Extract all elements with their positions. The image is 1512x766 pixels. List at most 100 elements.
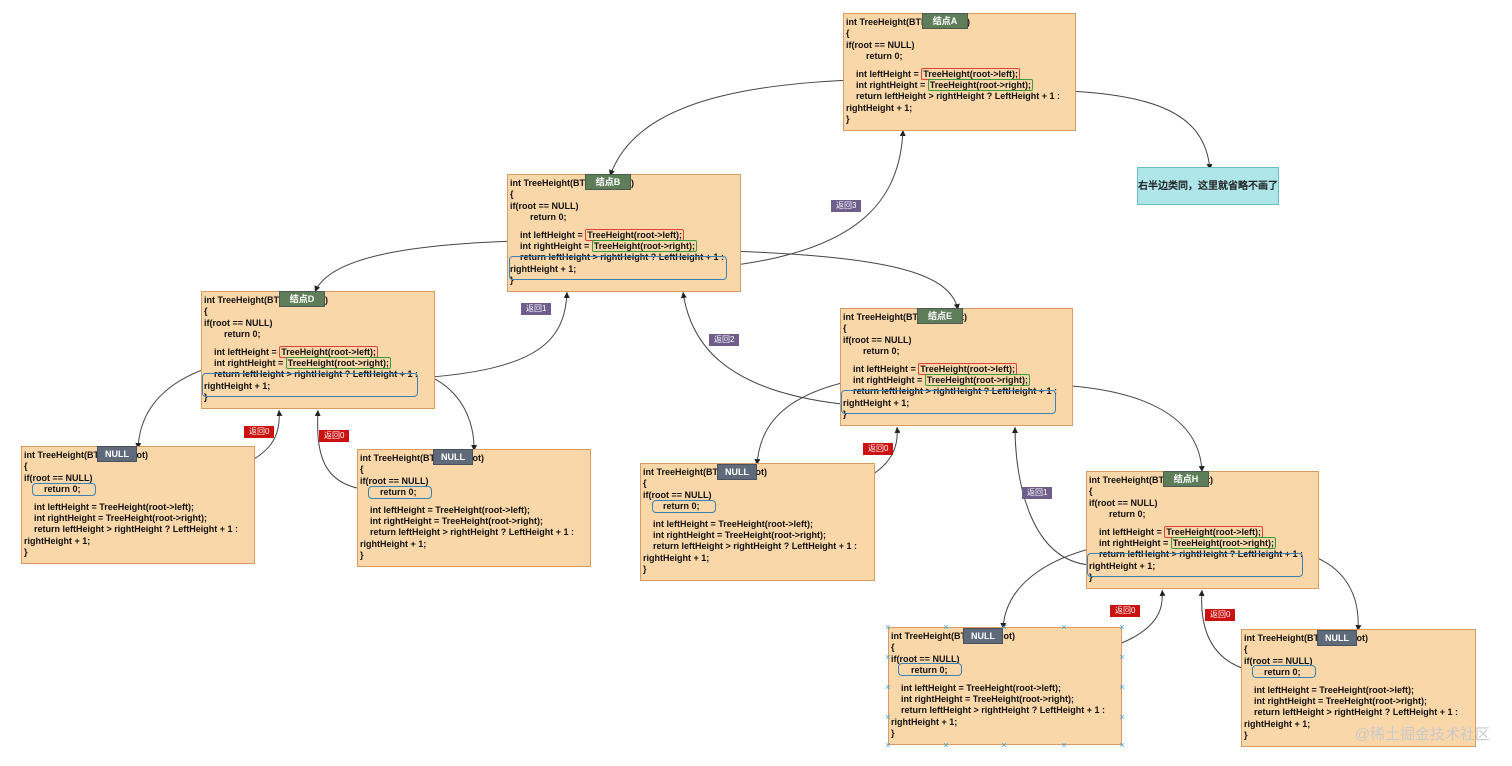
selection-handle[interactable]: × [1001, 740, 1007, 750]
code-line: rightHeight + 1; [843, 397, 910, 408]
code-box-node-a[interactable]: int TreeHeight(BTNode* root) { if(root =… [843, 13, 1076, 131]
code-line: return 0; [44, 484, 81, 495]
code-line: { [846, 28, 850, 39]
code-line: return leftHeight > rightHeight ? LeftHe… [520, 252, 725, 263]
code-box-null-3[interactable]: int TreeHeight(BTNode* root) { if(root =… [640, 463, 875, 581]
right-call-highlight: TreeHeight(root->right); [1170, 537, 1276, 550]
arrow-h-return-e [1012, 426, 1091, 566]
selection-handle[interactable]: × [1119, 622, 1125, 632]
code-line: int leftHeight = TreeHeight(root->left); [24, 502, 252, 513]
code-box-node-h[interactable]: int TreeHeight(BTNode* root) { if(root =… [1086, 471, 1319, 589]
code-box-null-1[interactable]: int TreeHeight(BTNode* root) { if(root =… [21, 446, 255, 564]
code-line: } [643, 564, 647, 575]
code-text: int leftHeight = [901, 682, 967, 693]
selection-handle[interactable]: × [1119, 682, 1125, 692]
return-tag-3: 返回3 [831, 200, 862, 212]
code-text: TreeHeight(root->right); [441, 516, 543, 527]
code-line: int rightHeight = TreeHeight(root->right… [891, 694, 1119, 705]
watermark: @稀土掘金技术社区 [1354, 726, 1490, 743]
code-line: rightHeight + 1; [1089, 560, 1156, 571]
null-label: NULL [963, 628, 1003, 644]
code-line: int rightHeight = TreeHeight(root->right… [24, 513, 252, 524]
return-tag-0: 返回0 [1205, 609, 1236, 621]
code-line: int TreeHeight(BTNode* root) [1244, 633, 1368, 643]
code-text: int rightHeight = [1099, 538, 1171, 549]
code-line: { [643, 478, 647, 489]
code-line: { [1244, 644, 1248, 655]
selection-handle[interactable]: × [885, 740, 891, 750]
code-box-null-4[interactable]: int TreeHeight(BTNode* root) { if(root =… [888, 627, 1122, 745]
code-box-null-5[interactable]: int TreeHeight(BTNode* root) { if(root =… [1241, 629, 1476, 747]
selection-handle[interactable]: × [1001, 622, 1007, 632]
omitted-right-side-note[interactable]: 右半边类同，这里就省略不画了 [1137, 167, 1279, 205]
arrow-b-return-a [727, 129, 906, 267]
code-line: rightHeight + 1; [24, 535, 91, 546]
code-line: } [891, 728, 895, 739]
return-tag-2: 返回2 [709, 334, 740, 346]
code-line: int rightHeight = TreeHeight(root->right… [360, 516, 588, 527]
node-label-h: 结点H [1163, 471, 1209, 487]
selection-handle[interactable]: × [885, 682, 891, 692]
code-line-left: int leftHeight = TreeHeight(root->left); [1089, 525, 1316, 538]
code-line: return 0; [1109, 509, 1146, 520]
code-line: } [846, 114, 850, 125]
code-line: rightHeight + 1; [643, 552, 710, 563]
return-tag-0: 返回0 [244, 426, 275, 438]
code-text: int rightHeight = [34, 513, 106, 524]
code-text: int rightHeight = [901, 694, 973, 705]
code-line: return 0; [911, 665, 948, 676]
node-label-d: 结点D [279, 291, 325, 307]
code-text: int leftHeight = [214, 346, 280, 357]
code-text: int leftHeight = [34, 501, 100, 512]
selection-handle[interactable]: × [943, 622, 949, 632]
selection-handle[interactable]: × [885, 712, 891, 722]
code-text: int leftHeight = [370, 504, 436, 515]
code-line: { [843, 323, 847, 334]
code-line: return leftHeight > rightHeight ? LeftHe… [856, 91, 1061, 102]
code-line: int leftHeight = TreeHeight(root->left); [643, 519, 872, 530]
code-line: int TreeHeight(BTNode* root) [891, 631, 1015, 641]
selection-handle[interactable]: × [1061, 622, 1067, 632]
selection-handle[interactable]: × [1119, 740, 1125, 750]
selection-handle[interactable]: × [885, 622, 891, 632]
code-text: int rightHeight = [520, 241, 592, 252]
arrow-null5-return-h [1198, 589, 1253, 672]
code-line: } [204, 392, 208, 403]
selection-handle[interactable]: × [885, 652, 891, 662]
code-text: TreeHeight(root->right); [972, 694, 1074, 705]
code-line: rightHeight + 1; [891, 716, 958, 727]
right-call-highlight: TreeHeight(root->right); [927, 79, 1033, 92]
return-line-outline [202, 373, 418, 397]
code-box-null-2[interactable]: int TreeHeight(BTNode* root) { if(root =… [357, 449, 591, 567]
code-line: int leftHeight = TreeHeight(root->left); [891, 683, 1119, 694]
code-line-right: int rightHeight = TreeHeight(root->right… [846, 79, 1073, 92]
code-line: } [1244, 730, 1248, 741]
code-text: int rightHeight = [853, 375, 925, 386]
selection-handle[interactable]: × [1119, 652, 1125, 662]
code-line: if(root == NULL) [643, 489, 712, 500]
code-text: TreeHeight(root->right); [105, 513, 207, 524]
code-line: if(root == NULL) [843, 334, 912, 345]
code-line: { [204, 306, 208, 317]
code-box-node-e[interactable]: int TreeHeight(BTNode* root) { if(root =… [840, 308, 1073, 426]
code-line: return leftHeight > rightHeight ? LeftHe… [1254, 707, 1459, 718]
code-text: int rightHeight = [856, 80, 928, 91]
code-line: int rightHeight = TreeHeight(root->right… [1244, 696, 1473, 707]
selection-handle[interactable]: × [1119, 712, 1125, 722]
right-call-highlight: TreeHeight(root->right); [924, 374, 1030, 387]
code-line: if(root == NULL) [1244, 655, 1313, 666]
null-label: NULL [433, 449, 473, 465]
selection-handle[interactable]: × [1061, 740, 1067, 750]
code-line-right: int rightHeight = TreeHeight(root->right… [843, 374, 1070, 387]
code-text: int leftHeight = [520, 229, 586, 240]
code-line: { [891, 642, 895, 653]
code-line: return 0; [380, 487, 417, 498]
code-line: return 0; [224, 329, 261, 340]
selection-handle[interactable]: × [943, 740, 949, 750]
return0-outline [368, 486, 432, 499]
code-line: return leftHeight > rightHeight ? LeftHe… [34, 524, 239, 535]
arrow-null2-return-d [314, 409, 371, 491]
code-line-left: int leftHeight = TreeHeight(root->left); [846, 67, 1073, 80]
node-label-a: 结点A [922, 13, 968, 29]
code-text: int leftHeight = [853, 363, 919, 374]
